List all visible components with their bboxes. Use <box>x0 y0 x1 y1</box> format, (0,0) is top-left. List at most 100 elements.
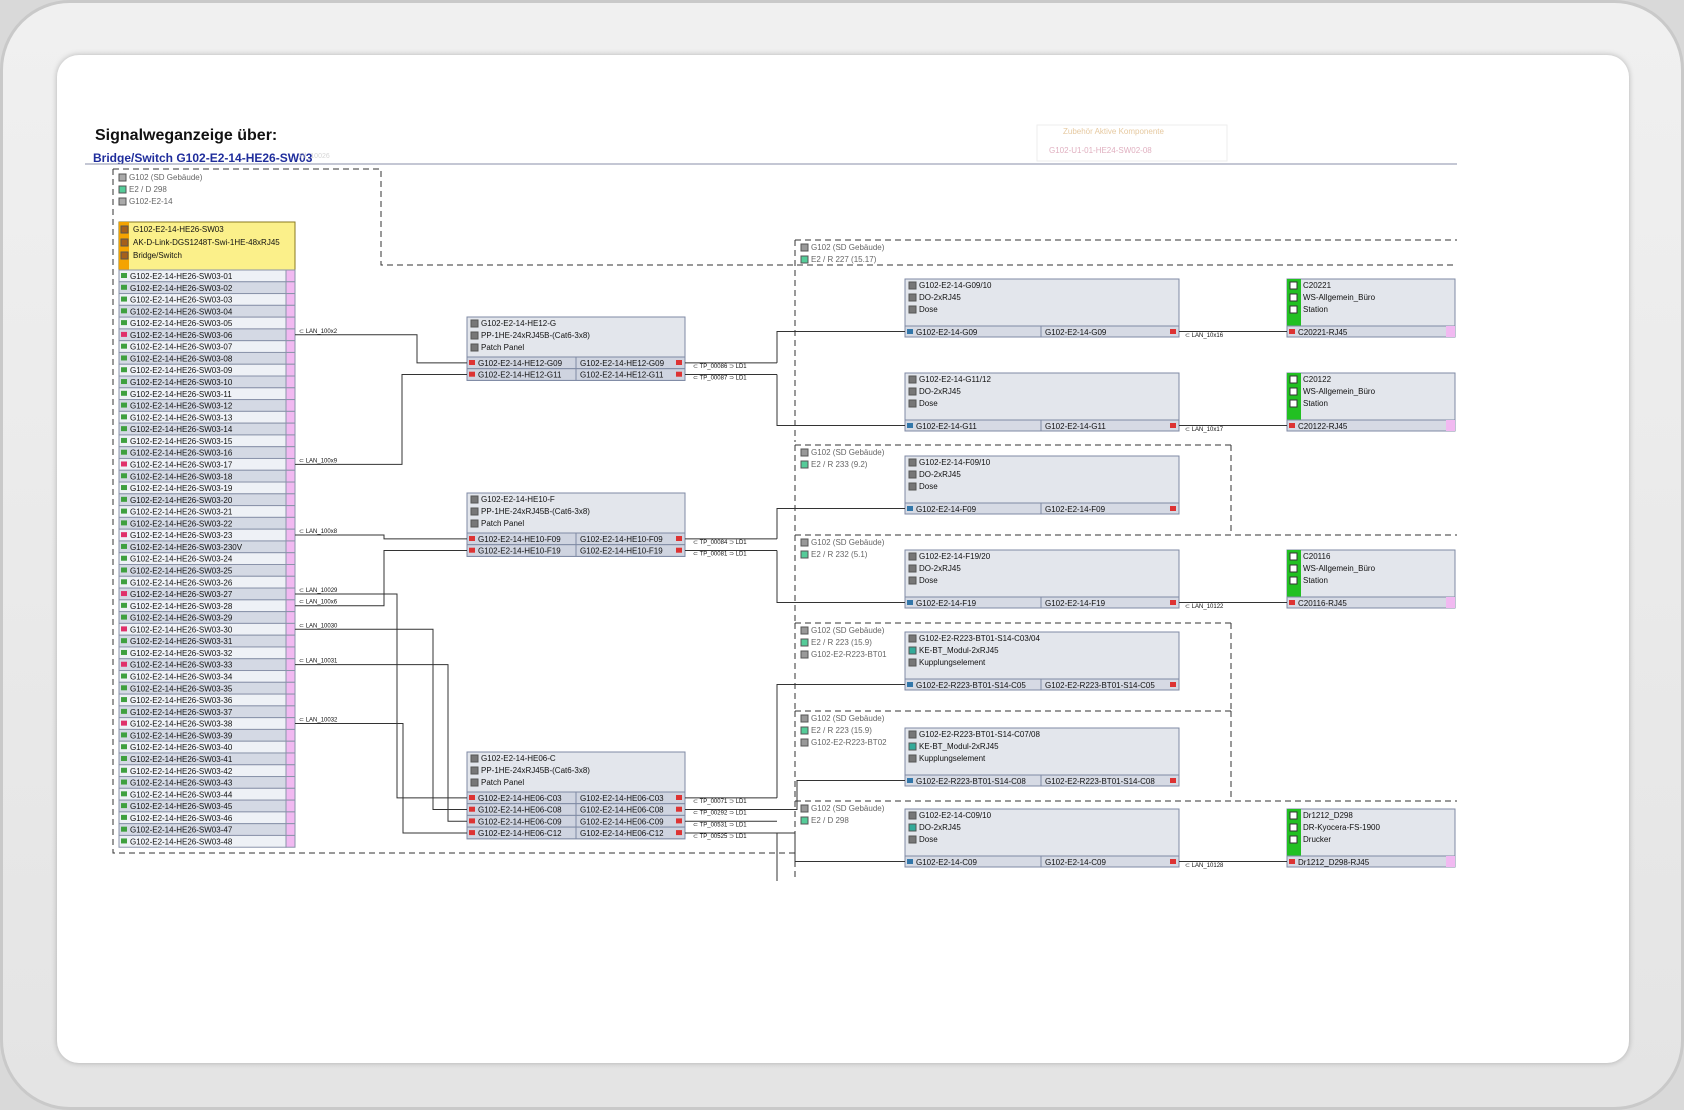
endpoint-port-label: C20116-RJ45 <box>1298 599 1347 608</box>
port-status-icon <box>121 708 127 714</box>
switch-port-label: G102-E2-14-HE26-SW03-28 <box>130 602 233 611</box>
port-status-icon <box>121 343 127 349</box>
room-icon <box>800 448 809 457</box>
cable-label: ⊂ TP_00525 ⊃ LD1 <box>693 834 747 840</box>
switch-port-label: G102-E2-14-HE26-SW03-18 <box>130 472 233 481</box>
lan-label: ⊂ LAN_100x9 <box>299 458 338 464</box>
outlet-port-label: G102-E2-14-C09 <box>1045 858 1106 867</box>
switch-port-label: G102-E2-14-HE26-SW03-35 <box>130 684 233 693</box>
port-status-icon <box>121 485 127 491</box>
switch-port-end <box>285 646 296 660</box>
outlet-text: G102-E2-14-G11/12 <box>919 375 991 384</box>
port-status-icon <box>121 555 127 561</box>
switch-type-icon <box>120 251 129 260</box>
port-status-icon <box>121 767 127 773</box>
lan-label: ⊂ LAN_10029 <box>299 588 338 594</box>
endpoint-text: C20221 <box>1303 281 1332 290</box>
room-text: E2 / D 298 <box>811 816 849 825</box>
switch-port-label: G102-E2-14-HE26-SW03-33 <box>130 661 233 670</box>
room-text: G102 (SD Gebäude) <box>811 538 885 547</box>
endpoint-green-strip <box>1287 373 1301 420</box>
location-text: G102-E2-14 <box>129 197 173 206</box>
outlet-text: DO-2xRJ45 <box>919 564 961 573</box>
switch-port-label: G102-E2-14-HE26-SW03-46 <box>130 814 233 823</box>
ghost-label: Fil_10026 <box>299 153 330 160</box>
port-status-icon <box>469 371 475 377</box>
endpoint-port-end <box>1446 326 1455 337</box>
endpoint-text: DR-Kyocera-FS-1900 <box>1303 823 1380 832</box>
outlet-icon <box>908 564 917 573</box>
switch-port-end <box>285 293 296 306</box>
switch-to-panel-cable <box>295 593 467 799</box>
port-status-icon <box>676 547 682 553</box>
switch-port-end <box>285 823 296 836</box>
outlet-icon <box>908 835 917 844</box>
outlet-icon <box>908 576 917 585</box>
room-text: E2 / R 233 (9.2) <box>811 460 868 469</box>
location-text: E2 / D 298 <box>129 185 167 194</box>
switch-to-panel-cable <box>295 723 467 834</box>
switch-port-label: G102-E2-14-HE26-SW03-44 <box>130 790 233 799</box>
port-status-icon <box>907 423 913 428</box>
lan-label: ⊂ LAN_10122 <box>1185 604 1224 610</box>
location-icon <box>118 173 127 182</box>
port-status-icon <box>121 591 127 597</box>
patch-panel-icon <box>470 519 479 528</box>
port-status-icon <box>676 830 682 836</box>
ghost-label: G102-U1-01-HE24-SW02-08 <box>1049 146 1152 155</box>
outlet-icon <box>908 646 917 655</box>
port-status-icon <box>121 496 127 502</box>
switch-port-label: G102-E2-14-HE26-SW03-10 <box>130 378 233 387</box>
room-icon <box>800 738 809 747</box>
patch-port-label: G102-E2-14-HE12-G09 <box>478 359 563 368</box>
patch-port-label: G102-E2-14-HE06-C12 <box>478 829 562 838</box>
outlet-text: Kupplungselement <box>919 754 986 763</box>
room-text: G102 (SD Gebäude) <box>811 804 885 813</box>
patch-panel-icon <box>470 319 479 328</box>
outlet-text: G102-E2-14-G09/10 <box>919 281 992 290</box>
switch-port-end <box>285 811 296 825</box>
port-status-icon <box>121 473 127 479</box>
switch-port-label: G102-E2-14-HE26-SW03-32 <box>130 649 233 658</box>
patch-panel-text: G102-E2-14-HE10-F <box>481 495 555 504</box>
switch-port-end <box>285 740 296 754</box>
lan-label: ⊂ LAN_10032 <box>299 718 338 724</box>
outlet-text: DO-2xRJ45 <box>919 293 961 302</box>
switch-port-label: G102-E2-14-HE26-SW03-36 <box>130 696 233 705</box>
endpoint-port-label: C20122-RJ45 <box>1298 422 1348 431</box>
switch-port-label: G102-E2-14-HE26-SW03-26 <box>130 578 233 587</box>
endpoint-icon <box>1289 375 1298 384</box>
outlet-text: DO-2xRJ45 <box>919 470 961 479</box>
port-status-icon <box>469 547 475 553</box>
port-status-icon <box>121 755 127 761</box>
patch-port-label: G102-E2-14-HE12-G11 <box>580 371 664 380</box>
region-border <box>112 169 797 854</box>
endpoint-icon <box>1289 835 1298 844</box>
endpoint-text: WS-Allgemein_Büro <box>1303 293 1376 302</box>
port-status-icon <box>121 414 127 420</box>
switch-port-label: G102-E2-14-HE26-SW03-29 <box>130 614 233 623</box>
patch-port-label: G102-E2-14-HE06-C08 <box>478 806 562 815</box>
switch-port-label: G102-E2-14-HE26-SW03-09 <box>130 366 233 375</box>
switch-port-label: G102-E2-14-HE26-SW03-30 <box>130 625 233 634</box>
switch-port-end <box>285 564 296 577</box>
cable-label: ⊂ TP_00081 ⊃ LD1 <box>693 552 747 558</box>
switch-port-end <box>285 658 296 672</box>
port-status-icon <box>1289 859 1295 864</box>
switch-port-label: G102-E2-14-HE26-SW03-42 <box>130 767 233 776</box>
endpoint-icon <box>1289 387 1298 396</box>
patch-port-label: G102-E2-14-HE10-F09 <box>478 535 561 544</box>
port-status-icon <box>121 614 127 620</box>
outlet-icon <box>908 399 917 408</box>
endpoint-port-label: Dr1212_D298-RJ45 <box>1298 858 1370 867</box>
switch-port-end <box>285 611 296 624</box>
switch-port-label: G102-E2-14-HE26-SW03-47 <box>130 826 233 835</box>
port-status-icon <box>469 830 475 836</box>
outlet-icon <box>908 658 917 667</box>
port-status-icon <box>1170 423 1176 428</box>
port-status-icon <box>121 649 127 655</box>
switch-port-end <box>285 422 296 436</box>
room-icon <box>800 243 809 252</box>
switch-port-label: G102-E2-14-HE26-SW03-20 <box>130 496 233 505</box>
cable-label: ⊂ TP_00292 ⊃ LD1 <box>693 811 747 817</box>
